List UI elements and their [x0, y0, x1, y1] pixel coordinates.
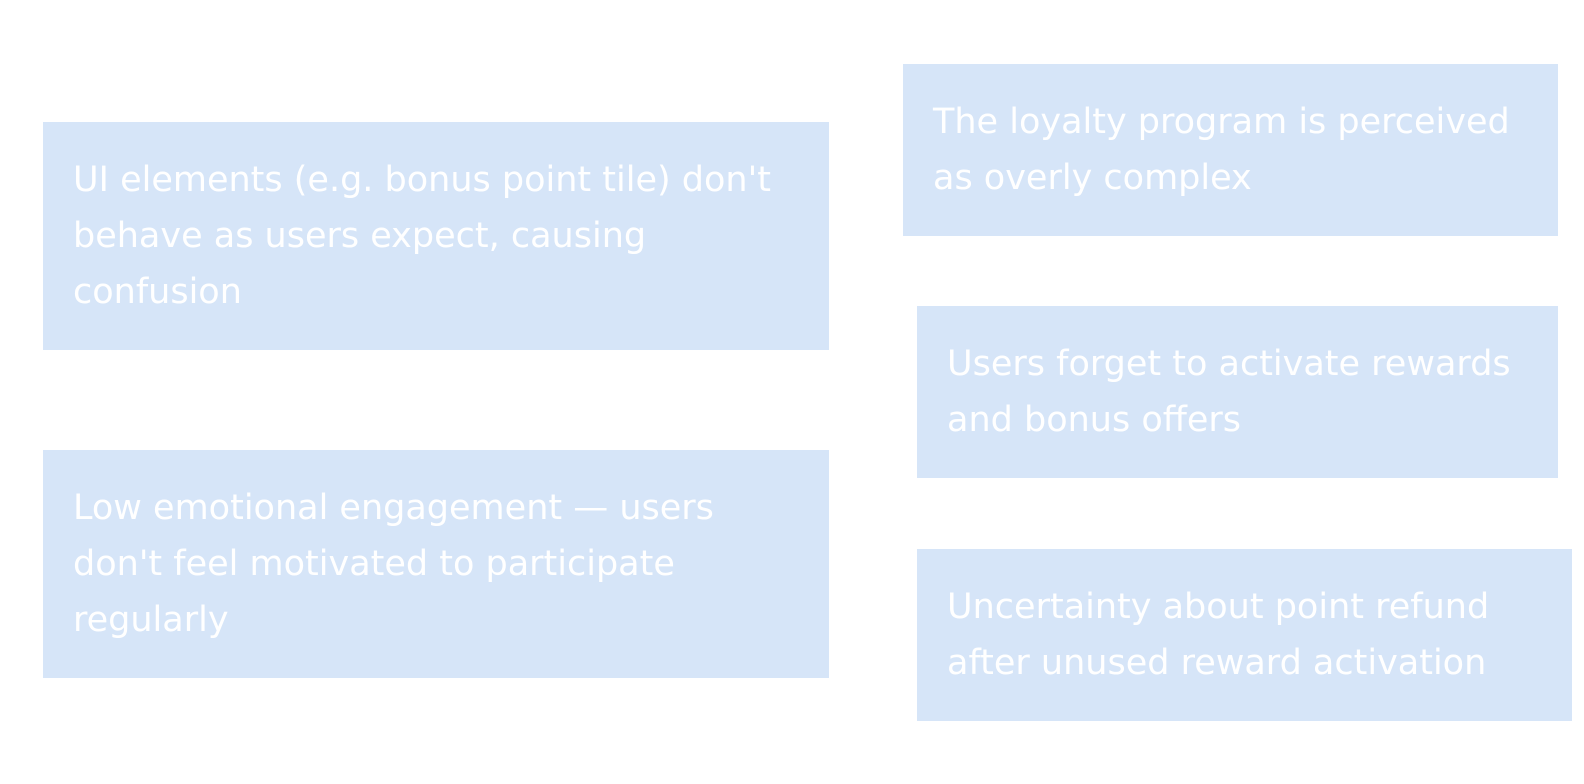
sticky-note-program-complexity: The loyalty program is perceived as over… — [903, 64, 1558, 236]
sticky-note-text: Uncertainty about point refund after unu… — [947, 587, 1490, 683]
sticky-note-forget-activation: Users forget to activate rewards and bon… — [917, 306, 1558, 478]
sticky-note-text: The loyalty program is perceived as over… — [933, 102, 1510, 198]
sticky-note-text: UI elements (e.g. bonus point tile) don'… — [73, 160, 771, 312]
sticky-note-text: Users forget to activate rewards and bon… — [947, 344, 1511, 440]
sticky-note-emotional-engagement: Low emotional engagement — users don't f… — [43, 450, 829, 678]
sticky-note-refund-uncertainty: Uncertainty about point refund after unu… — [917, 549, 1572, 721]
sticky-note-ui-behavior: UI elements (e.g. bonus point tile) don'… — [43, 122, 829, 350]
sticky-note-text: Low emotional engagement — users don't f… — [73, 488, 714, 640]
